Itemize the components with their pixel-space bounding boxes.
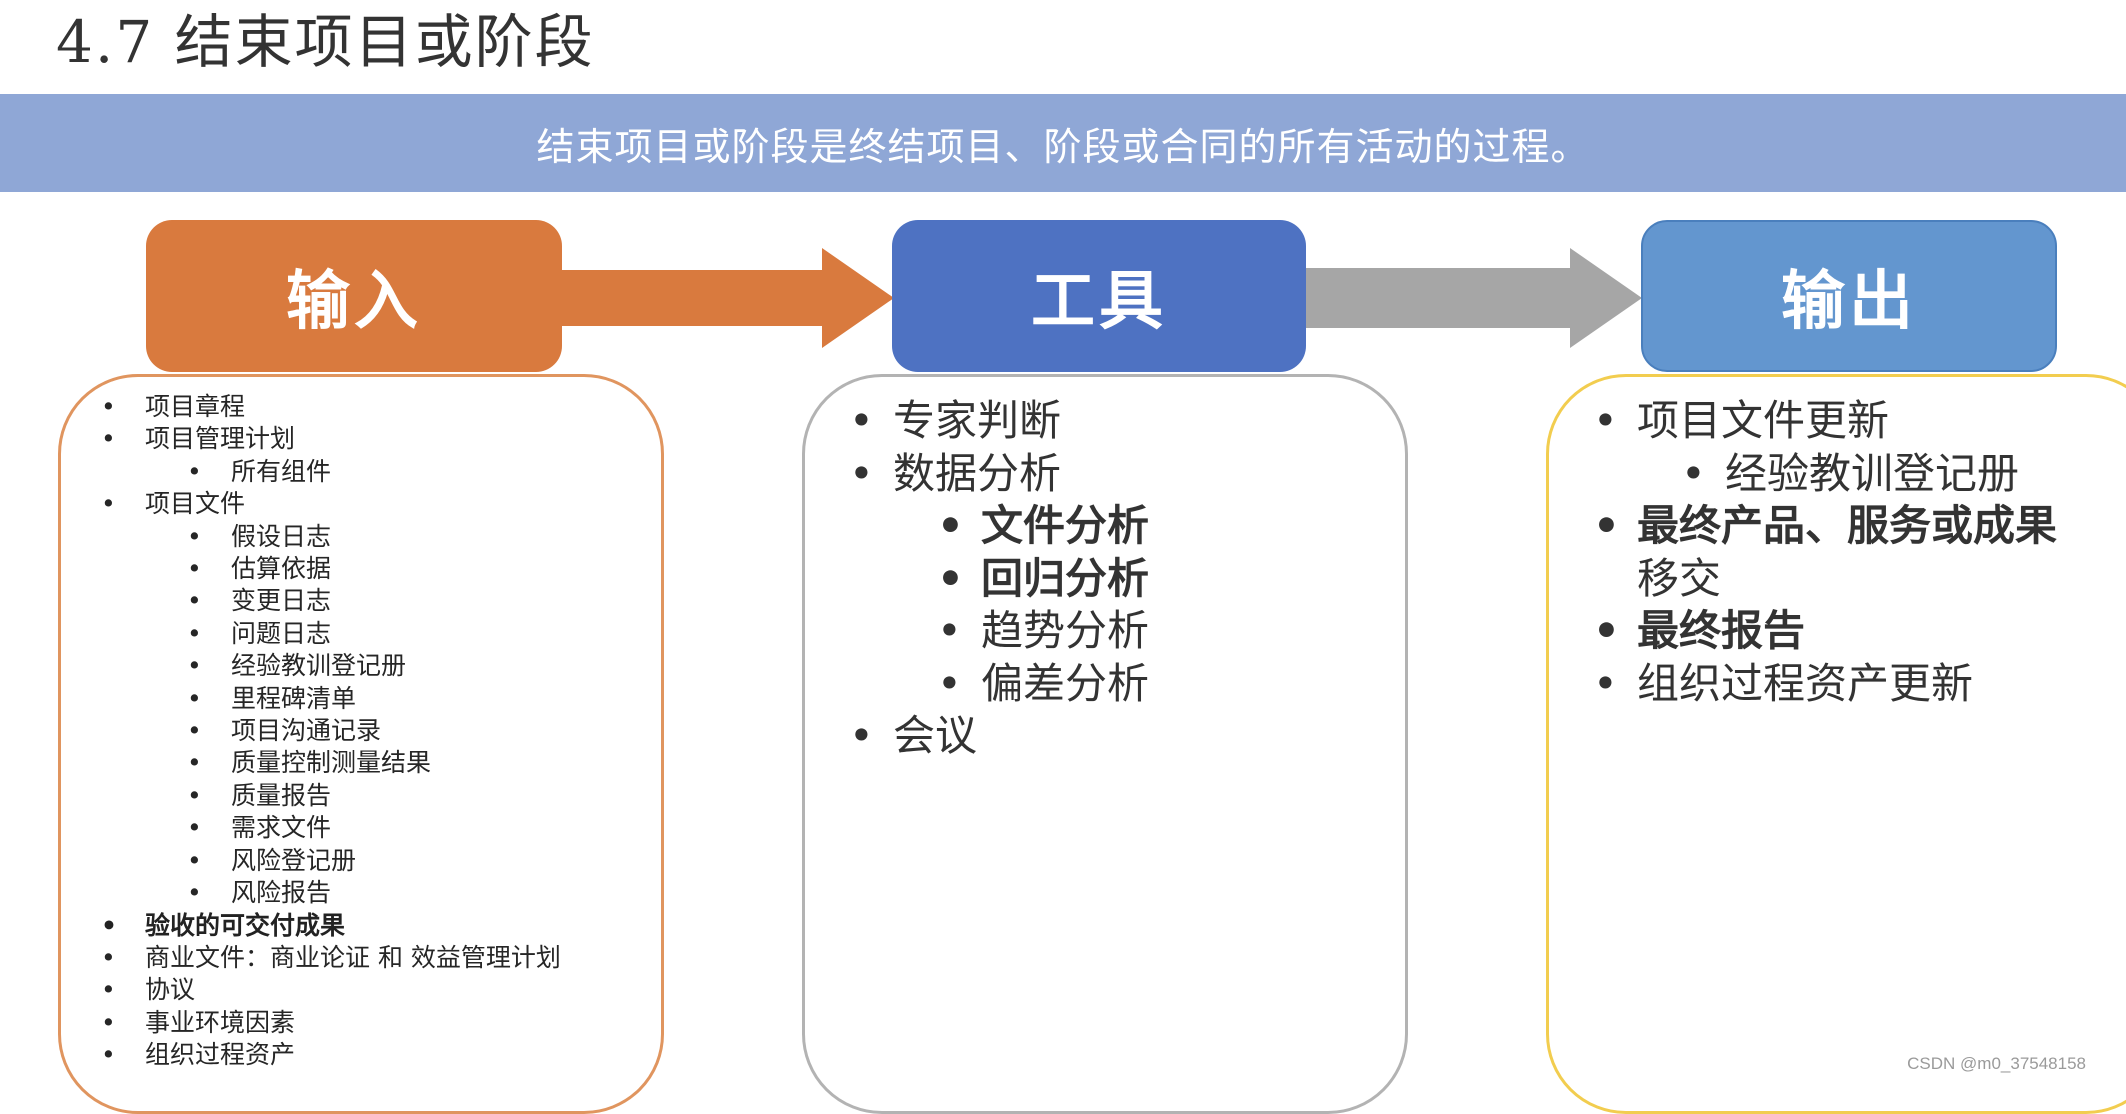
tools-stage-header: 工具 — [892, 220, 1306, 372]
input-list-item: 商业文件：商业论证 和 效益管理计划 — [101, 942, 561, 975]
tools-list-item: 偏差分析 — [893, 658, 1149, 711]
output-list-item: 组织过程资产更新 — [1593, 658, 2057, 711]
tools-item-text: 专家判断 — [893, 396, 1062, 445]
input-list-item: 风险登记册 — [145, 845, 561, 878]
input-item-text: 所有组件 — [231, 456, 332, 486]
input-item-text: 里程碑清单 — [231, 683, 357, 713]
output-item-text: 最终产品、服务或成果 — [1637, 501, 2058, 550]
input-item-text: 组织过程资产 — [145, 1040, 296, 1070]
input-item-text: 质量报告 — [231, 780, 332, 810]
input-list-item: 项目沟通记录 — [145, 715, 561, 748]
arrow-input-to-tools — [560, 248, 894, 348]
input-list-item: 事业环境因素 — [101, 1007, 561, 1040]
input-list-item: 质量报告 — [145, 780, 561, 813]
tools-item-text: 偏差分析 — [981, 658, 1150, 708]
input-stage-header: 输入 — [146, 220, 562, 372]
output-item-continuation: 移交 — [1637, 553, 1722, 603]
input-item-text: 需求文件 — [231, 813, 332, 843]
tools-list-item: 趋势分析 — [893, 605, 1149, 658]
input-list-item: 假设日志 — [145, 521, 561, 554]
input-list-item: 协议 — [101, 974, 561, 1007]
output-item-text: 经验教训登记册 — [1725, 448, 2020, 498]
input-list-box: 项目章程项目管理计划所有组件项目文件假设日志估算依据变更日志问题日志经验教训登记… — [58, 374, 664, 1114]
input-item-text: 项目文件 — [145, 489, 246, 519]
tools-list-box: 专家判断数据分析文件分析回归分析趋势分析偏差分析会议 — [802, 374, 1408, 1114]
input-item-text: 变更日志 — [231, 586, 332, 616]
input-list-item: 质量控制测量结果 — [145, 747, 561, 780]
arrow-tools-to-output — [1304, 248, 1642, 348]
output-list: 项目文件更新经验教训登记册最终产品、服务或成果移交最终报告组织过程资产更新 — [1593, 395, 2058, 711]
input-item-text: 项目沟通记录 — [231, 716, 382, 746]
input-item-text: 估算依据 — [231, 554, 332, 584]
tools-list-item: 回归分析 — [893, 553, 1149, 606]
input-list-item: 里程碑清单 — [145, 683, 561, 716]
input-list-item: 风险报告 — [145, 877, 561, 910]
output-stage-header: 输出 — [1641, 220, 2057, 372]
tools-list-item: 专家判断 — [849, 395, 1149, 448]
input-list-item: 需求文件 — [145, 812, 561, 845]
input-list-item: 问题日志 — [145, 618, 561, 651]
input-item-text: 项目管理计划 — [145, 424, 296, 454]
tools-list-item: 会议 — [849, 710, 1149, 763]
input-item-text: 协议 — [145, 975, 196, 1005]
input-list: 项目章程项目管理计划所有组件项目文件假设日志估算依据变更日志问题日志经验教训登记… — [101, 391, 561, 1072]
input-list-item: 项目章程 — [101, 391, 561, 424]
tools-list: 专家判断数据分析文件分析回归分析趋势分析偏差分析会议 — [849, 395, 1149, 763]
input-list-item: 项目管理计划 — [101, 423, 561, 456]
input-item-text: 事业环境因素 — [145, 1007, 296, 1037]
input-list-item: 所有组件 — [145, 456, 561, 489]
input-item-text: 商业文件：商业论证 和 效益管理计划 — [145, 942, 561, 972]
input-item-text: 问题日志 — [231, 618, 332, 648]
input-item-text: 风险报告 — [231, 878, 332, 908]
tools-item-text: 回归分析 — [981, 553, 1150, 603]
input-list-item: 经验教训登记册 — [145, 650, 561, 683]
output-list-item: 经验教训登记册 — [1637, 448, 2057, 501]
output-item-text: 组织过程资产更新 — [1637, 658, 1974, 708]
input-item-text: 项目章程 — [145, 392, 246, 421]
input-item-text: 质量控制测量结果 — [231, 748, 432, 778]
input-item-text: 验收的可交付成果 — [145, 910, 346, 940]
tools-item-text: 文件分析 — [981, 501, 1150, 550]
watermark: CSDN @m0_37548158 — [1907, 1054, 2086, 1073]
output-list-item: 最终报告 — [1593, 605, 2057, 658]
input-item-text: 经验教训登记册 — [231, 651, 407, 681]
output-list-box: 项目文件更新经验教训登记册最终产品、服务或成果移交最终报告组织过程资产更新 — [1546, 374, 2126, 1114]
output-item-text: 最终报告 — [1637, 606, 1806, 655]
output-item-text: 项目文件更新 — [1637, 396, 1890, 445]
tools-item-text: 趋势分析 — [981, 606, 1150, 655]
tools-item-text: 数据分析 — [893, 448, 1062, 498]
definition-banner: 结束项目或阶段是终结项目、阶段或合同的所有活动的过程。 — [0, 94, 2126, 192]
output-list-item: 项目文件更新 — [1593, 395, 2057, 448]
input-list-item: 项目文件 — [101, 488, 561, 521]
input-item-text: 假设日志 — [231, 521, 332, 551]
tools-list-item: 文件分析 — [893, 500, 1149, 553]
input-item-text: 风险登记册 — [231, 845, 357, 875]
input-list-item: 估算依据 — [145, 553, 561, 586]
input-list-item: 验收的可交付成果 — [101, 910, 561, 943]
page-title: 4.7 结束项目或阶段 — [56, 8, 595, 76]
input-list-item: 变更日志 — [145, 585, 561, 618]
tools-item-text: 会议 — [893, 711, 978, 760]
input-list-item: 组织过程资产 — [101, 1039, 561, 1072]
tools-list-item: 数据分析 — [849, 448, 1149, 501]
